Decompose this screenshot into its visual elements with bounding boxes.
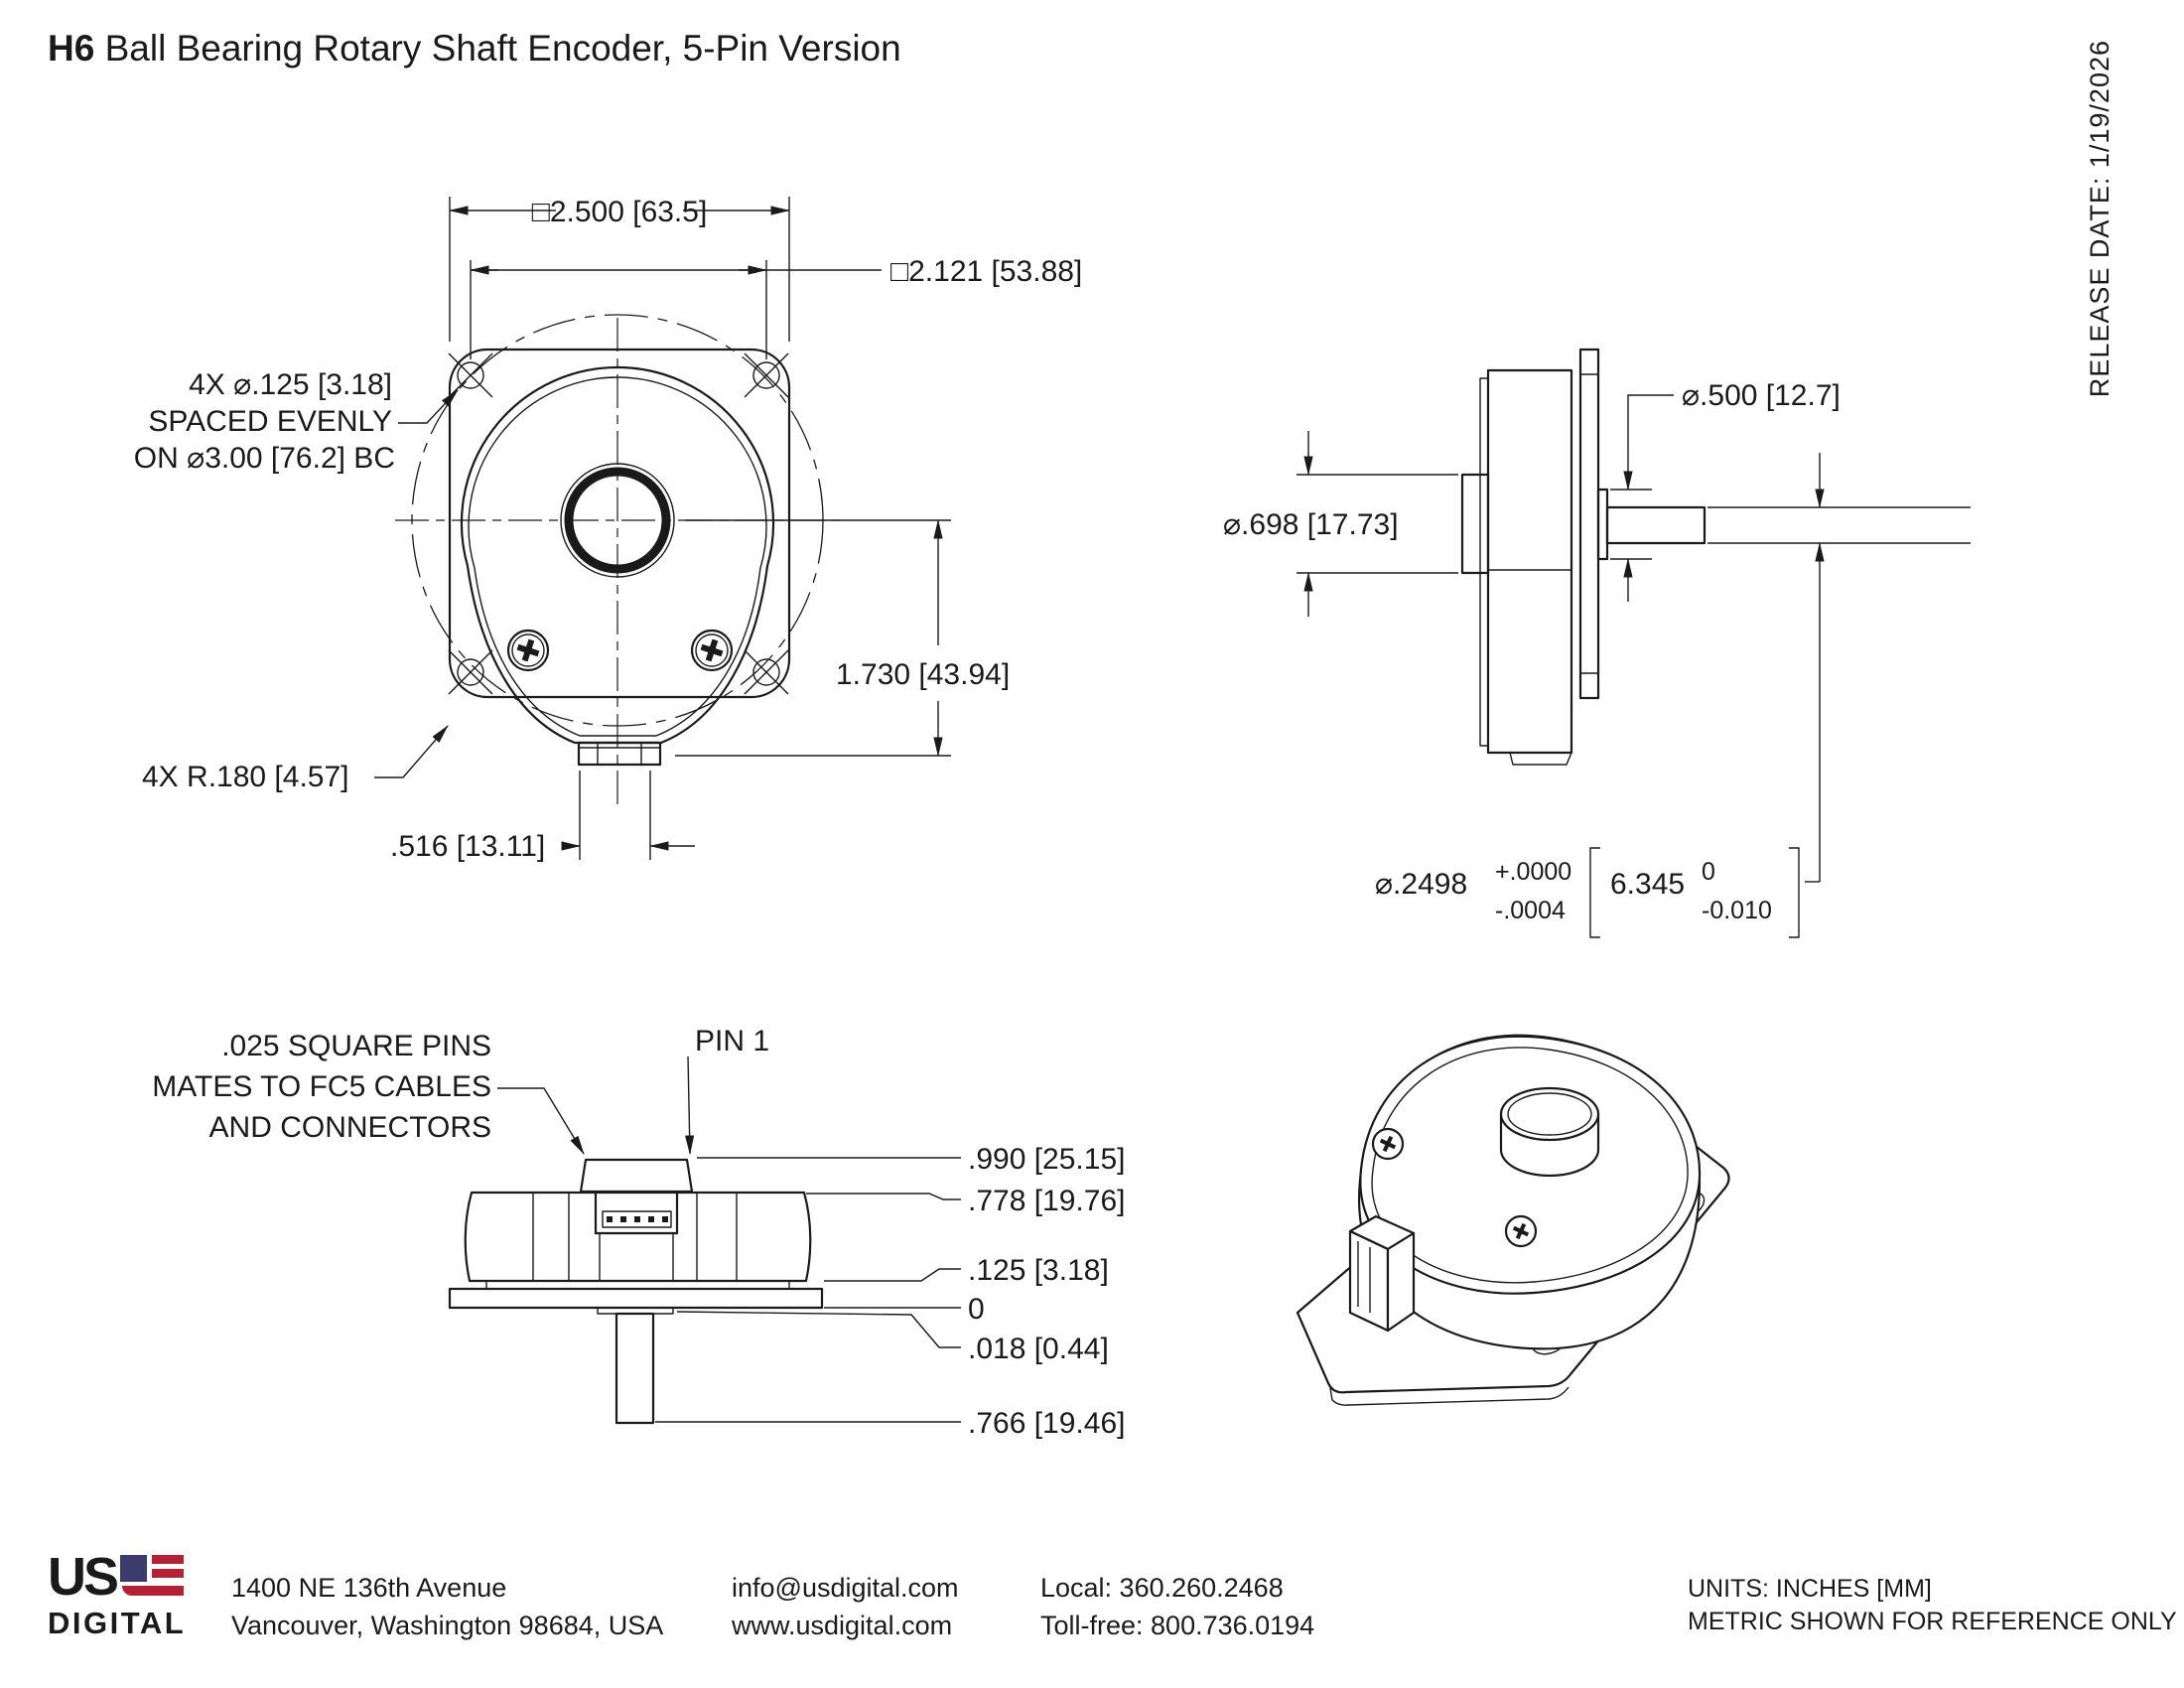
dim-connector-width: .516 [13.11] xyxy=(390,771,695,863)
company-web: info@usdigital.com www.usdigital.com xyxy=(732,1569,959,1644)
dim-shaft-dia: ⌀.2498 +.0000 -.0004 6.345 0 -0.010 xyxy=(1375,453,1971,938)
dim-text: .125 [3.18] xyxy=(968,1254,1109,1287)
phone-tollfree: Toll-free: 800.736.0194 xyxy=(1040,1611,1315,1640)
isometric-view xyxy=(1296,1034,1730,1406)
dim-text: □2.121 [53.88] xyxy=(890,255,1082,288)
phillips-screw xyxy=(506,629,550,672)
mounting-hole xyxy=(744,649,789,695)
svg-text:ON ⌀3.00 [76.2] BC: ON ⌀3.00 [76.2] BC xyxy=(134,442,395,475)
mounting-plate xyxy=(448,348,791,699)
front-boss xyxy=(1596,488,1609,561)
profile-baseplate xyxy=(448,1287,824,1310)
website: www.usdigital.com xyxy=(732,1611,953,1640)
pin xyxy=(662,1216,668,1222)
profile-dims: .990 [25.15] .778 [19.76] .125 [3.18] 0 … xyxy=(655,1143,1125,1440)
svg-text:PIN 1: PIN 1 xyxy=(695,1025,769,1057)
iso-connector-block xyxy=(1348,1214,1416,1333)
us-flag-icon xyxy=(120,1555,185,1602)
front-view: □2.500 [63.5] □2.121 [53.88] 4X ⌀.125 [3… xyxy=(134,196,1082,863)
shaft-metric-plus: 0 xyxy=(1702,858,1715,886)
pins-note: .025 SQUARE PINS MATES TO FC5 CABLES AND… xyxy=(152,1030,585,1155)
dim-outer-square: □2.500 [63.5] xyxy=(448,196,791,342)
dim-text: 1.730 [43.94] xyxy=(836,658,1010,691)
units-note: UNITS: INCHES [MM] METRIC SHOWN FOR REFE… xyxy=(1688,1573,2177,1638)
shaft-tol-plus: +.0000 xyxy=(1495,858,1571,886)
rear-boss xyxy=(1460,473,1490,575)
svg-text:.516 [13.11]: .516 [13.11] xyxy=(390,830,545,863)
phone-local: Local: 360.260.2468 xyxy=(1040,1573,1284,1603)
encoder-body-inner xyxy=(468,376,767,737)
address-line1: 1400 NE 136th Avenue xyxy=(231,1573,507,1603)
phillips-screw xyxy=(690,629,734,672)
side-view: ⌀.500 [12.7] ⌀.698 [17.73] ⌀.2498 +.0000… xyxy=(1223,348,1971,938)
svg-text:SPACED EVENLY: SPACED EVENLY xyxy=(148,405,392,438)
encoder-body-outline xyxy=(460,365,775,745)
pin xyxy=(607,1216,613,1222)
dim-rear-boss-dia: ⌀.698 [17.73] xyxy=(1223,431,1458,617)
shaft xyxy=(1605,505,1706,545)
svg-text:MATES TO FC5 CABLES: MATES TO FC5 CABLES xyxy=(152,1070,491,1103)
units-line1: UNITS: INCHES [MM] xyxy=(1688,1575,1932,1603)
dim-bolt-square: □2.121 [53.88] xyxy=(469,255,1082,359)
shaft-dia-nominal: ⌀.2498 xyxy=(1375,868,1467,901)
shaft-metric-minus: -0.010 xyxy=(1702,897,1772,924)
pin xyxy=(634,1216,640,1222)
email: info@usdigital.com xyxy=(732,1573,959,1603)
iso-phillips-screw xyxy=(1371,1127,1405,1161)
dim-boss-dia: ⌀.500 [12.7] xyxy=(1610,379,1841,602)
housing xyxy=(1486,368,1573,755)
pin xyxy=(648,1216,654,1222)
mounting-hole xyxy=(448,649,493,695)
plate-edge xyxy=(1578,348,1600,700)
dim-center-height: 1.730 [43.94] xyxy=(675,518,1010,758)
iso-phillips-screw xyxy=(1504,1214,1538,1248)
model-number: H6 xyxy=(48,28,95,69)
logo-us-text: US xyxy=(48,1547,119,1607)
connector-tab xyxy=(577,741,662,767)
connector-trapezoid xyxy=(579,1158,694,1194)
hole-note: 4X ⌀.125 [3.18] SPACED EVENLY ON ⌀3.00 [… xyxy=(134,368,459,475)
svg-text:.025 SQUARE PINS: .025 SQUARE PINS xyxy=(221,1030,491,1062)
footer: US DIGITAL 1400 NE 136th Avenue Vancouve… xyxy=(0,1545,2184,1688)
company-phones: Local: 360.260.2468 Toll-free: 800.736.0… xyxy=(1040,1569,1314,1644)
profile-shaft xyxy=(614,1312,655,1425)
corner-radius-note: 4X R.180 [4.57] xyxy=(142,725,449,793)
dim-text: ⌀.698 [17.73] xyxy=(1223,508,1399,541)
svg-text:4X ⌀.125 [3.18]: 4X ⌀.125 [3.18] xyxy=(189,368,392,401)
svg-text:4X R.180 [4.57]: 4X R.180 [4.57] xyxy=(142,761,348,793)
logo-digital-text: DIGITAL xyxy=(48,1606,187,1640)
dim-text: □2.500 [63.5] xyxy=(532,196,708,228)
pin-row xyxy=(602,1210,672,1228)
title-text: Ball Bearing Rotary Shaft Encoder, 5-Pin… xyxy=(94,28,901,69)
shaft-metric-nominal: 6.345 xyxy=(1610,868,1685,901)
iso-body-top-inner xyxy=(1371,1047,1689,1284)
profile-body xyxy=(464,1191,812,1283)
dim-text: .990 [25.15] xyxy=(968,1143,1125,1176)
dim-text: 0 xyxy=(968,1293,985,1326)
pin1-note: PIN 1 xyxy=(685,1025,769,1156)
dim-text: .018 [0.44] xyxy=(968,1333,1109,1365)
svg-text:AND CONNECTORS: AND CONNECTORS xyxy=(209,1111,491,1144)
address-line2: Vancouver, Washington 98684, USA xyxy=(231,1611,664,1640)
mounting-hole xyxy=(448,352,493,398)
pin xyxy=(620,1216,626,1222)
company-address: 1400 NE 136th Avenue Vancouver, Washingt… xyxy=(231,1569,663,1644)
dim-text: ⌀.500 [12.7] xyxy=(1682,379,1841,412)
units-line2: METRIC SHOWN FOR REFERENCE ONLY xyxy=(1688,1608,2177,1635)
shaft-tol-minus: -.0004 xyxy=(1495,897,1566,924)
page-title: H6 Ball Bearing Rotary Shaft Encoder, 5-… xyxy=(48,28,901,70)
usdigital-logo: US DIGITAL xyxy=(48,1547,216,1641)
dim-text: .766 [19.46] xyxy=(968,1407,1125,1440)
dim-text: .778 [19.76] xyxy=(968,1185,1125,1217)
connector-view: .025 SQUARE PINS MATES TO FC5 CABLES AND… xyxy=(152,1025,1125,1440)
iso-knob-top xyxy=(1499,1086,1600,1142)
mounting-hole xyxy=(744,352,789,398)
